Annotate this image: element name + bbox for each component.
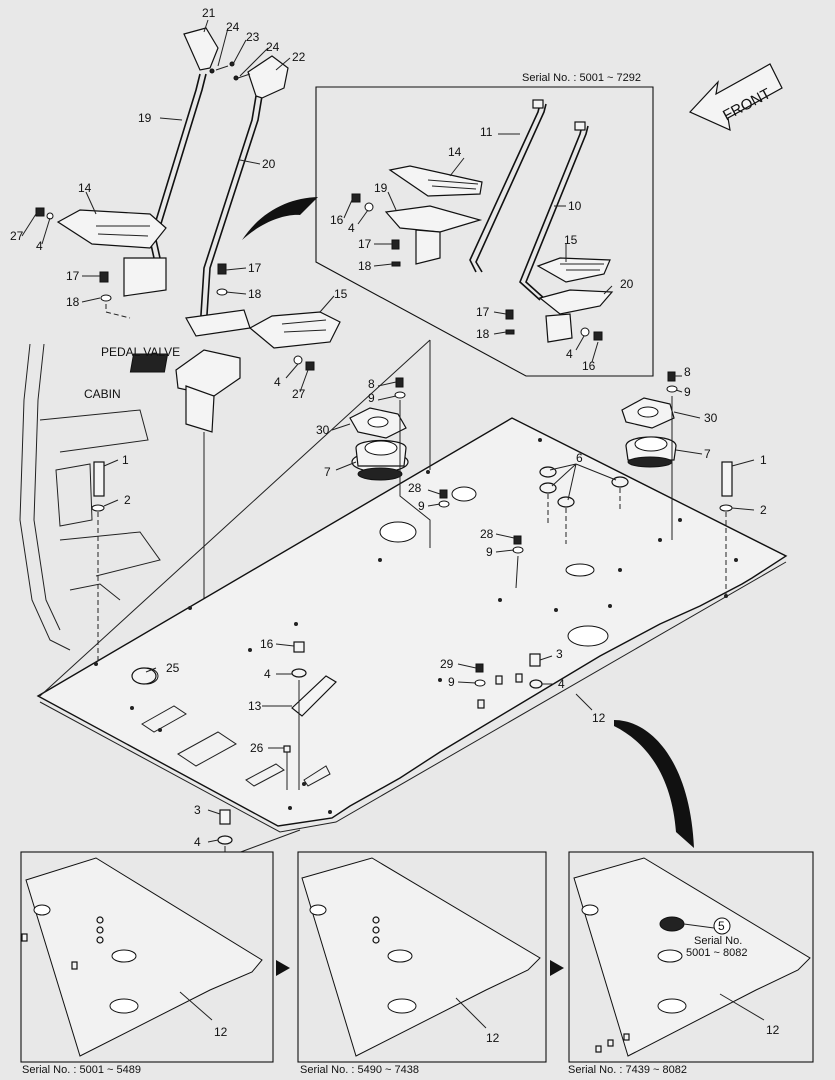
part-23: 23 — [246, 30, 260, 44]
part-17b: 17 — [248, 261, 262, 275]
part-17: 17 — [66, 269, 80, 283]
inset-part-16: 16 — [330, 213, 344, 227]
inset-part-4b: 4 — [566, 347, 573, 361]
serial-a-label: Serial No. : 5001 ~ 5489 — [22, 1064, 141, 1076]
part-7b: 7 — [704, 447, 711, 461]
part-4c: 4 — [264, 667, 271, 681]
arrow-right-2-icon — [550, 960, 564, 976]
part-1: 1 — [122, 453, 129, 467]
inset-part-11: 11 — [480, 125, 493, 139]
part-25: 25 — [166, 661, 180, 675]
part-29: 29 — [440, 657, 454, 671]
inset-part-18b: 18 — [476, 327, 490, 341]
serial-top-label: Serial No. : 5001 ~ 7292 — [522, 72, 641, 84]
pedal-valve-label: PEDAL VALVE — [101, 345, 180, 359]
part-6: 6 — [576, 451, 583, 465]
inset-c-serial-line1: Serial No. — [694, 935, 742, 947]
part-2b: 2 — [760, 503, 767, 517]
part-24b: 24 — [266, 40, 280, 54]
part-3: 3 — [556, 647, 563, 661]
inset-part-17b: 17 — [476, 305, 490, 319]
mount-left — [349, 407, 409, 481]
inset-serial-a — [20, 851, 274, 1063]
part-20: 20 — [262, 157, 276, 171]
inset-part-20: 20 — [620, 277, 634, 291]
pointer-arrow-top — [242, 197, 318, 240]
part-19: 19 — [138, 111, 152, 125]
part-4e: 4 — [194, 835, 201, 849]
part-2: 2 — [124, 493, 131, 507]
part-13: 13 — [248, 699, 262, 713]
inset-serial-c — [568, 851, 814, 1063]
inset-part-4: 4 — [348, 221, 355, 235]
part-4b: 4 — [274, 375, 281, 389]
part-9: 9 — [368, 391, 375, 405]
part-3b: 3 — [194, 803, 201, 817]
part-18b: 18 — [248, 287, 262, 301]
part-15: 15 — [334, 287, 348, 301]
cabin-label: CABIN — [84, 387, 121, 401]
part-12: 12 — [592, 711, 606, 725]
inset-part-14: 14 — [448, 145, 462, 159]
inset-a-part-12: 12 — [214, 1025, 228, 1039]
inset-part-10: 10 — [568, 199, 582, 213]
part-9c: 9 — [418, 499, 425, 513]
part-26: 26 — [250, 741, 264, 755]
part-9b: 9 — [684, 385, 691, 399]
part-22: 22 — [292, 50, 306, 64]
inset-part-16b: 16 — [582, 359, 596, 373]
inset-c-part-12: 12 — [766, 1023, 780, 1037]
cabin-outline — [19, 343, 161, 651]
mount-right — [621, 397, 677, 468]
part-21: 21 — [202, 6, 216, 20]
part-7: 7 — [324, 465, 331, 479]
inset-part-19: 19 — [374, 181, 388, 195]
inset-b-part-12: 12 — [486, 1031, 500, 1045]
part-4d: 4 — [558, 677, 565, 691]
part-27b: 27 — [292, 387, 306, 401]
floor-plate — [36, 417, 788, 827]
front-arrow-icon: FRONT — [688, 63, 783, 132]
part-4: 4 — [36, 239, 43, 253]
part-9d: 9 — [486, 545, 493, 559]
inset-c-serial-line2: 5001 ~ 8082 — [686, 947, 747, 959]
part-30b: 30 — [704, 411, 718, 425]
pedal-valve — [129, 349, 241, 433]
part-28b: 28 — [480, 527, 494, 541]
plug-25 — [131, 667, 157, 685]
part-27: 27 — [10, 229, 24, 243]
part-8b: 8 — [684, 365, 691, 379]
inset-part-15: 15 — [564, 233, 578, 247]
part-8: 8 — [368, 377, 375, 391]
inset-part-17: 17 — [358, 237, 372, 251]
inset-serial-b — [297, 851, 547, 1063]
part-9e: 9 — [448, 675, 455, 689]
inset-part-18: 18 — [358, 259, 372, 273]
part-30: 30 — [316, 423, 330, 437]
serial-b-label: Serial No. : 5490 ~ 7438 — [300, 1064, 419, 1076]
serial-c-label: Serial No. : 7439 ~ 8082 — [568, 1064, 687, 1076]
inset-c-part-5: 5 — [718, 919, 725, 933]
part-24: 24 — [226, 20, 240, 34]
pointer-arrow-bottom — [614, 720, 694, 848]
part-18: 18 — [66, 295, 80, 309]
arrow-right-1-icon — [276, 960, 290, 976]
part-14: 14 — [78, 181, 92, 195]
part-28: 28 — [408, 481, 422, 495]
part-16: 16 — [260, 637, 274, 651]
part-1b: 1 — [760, 453, 767, 467]
